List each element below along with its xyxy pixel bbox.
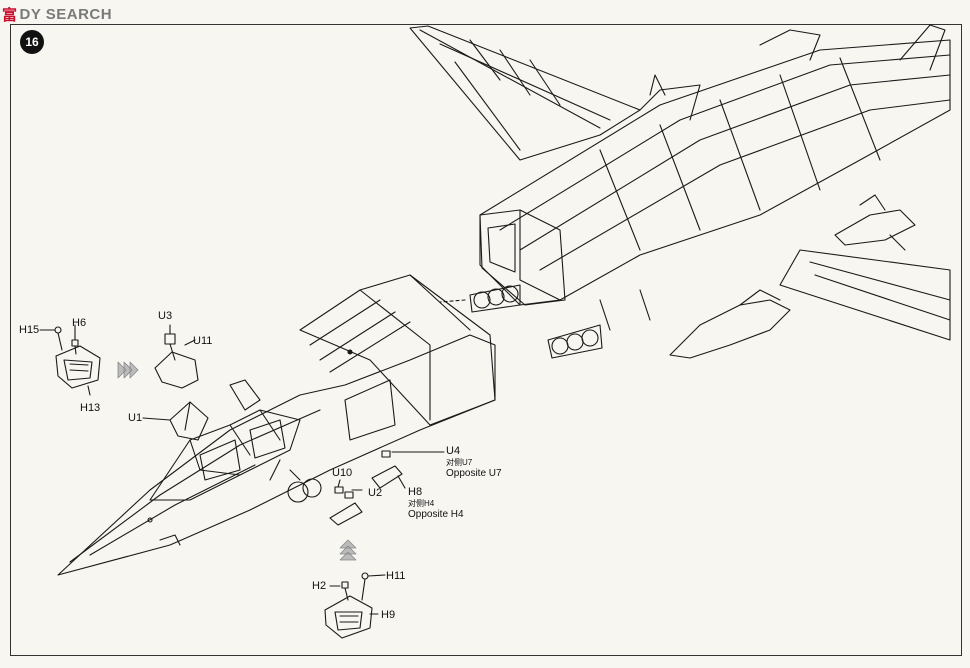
label-h8-en: Opposite H4 [408, 509, 464, 520]
label-h8-cn: 对侧H4 [408, 499, 435, 508]
label-u10: U10 [332, 467, 353, 479]
label-h2: H2 [312, 580, 327, 592]
page-frame [10, 24, 962, 656]
part-u4-u2-h8 [329, 450, 403, 526]
direction-arrow-up [339, 539, 357, 561]
label-u2: U2 [368, 487, 383, 499]
label-h15: H15 [19, 324, 40, 336]
label-h8: H8 [408, 486, 423, 498]
part-h9-panel [324, 572, 373, 639]
label-h11: H11 [386, 570, 406, 582]
label-h9: H9 [381, 609, 396, 621]
label-u4-cn: 对侧U7 [446, 458, 473, 467]
direction-arrow-right [117, 361, 139, 379]
watermark-cn: 富 [2, 6, 18, 24]
label-u4: U4 [446, 445, 461, 457]
label-u3: U3 [158, 310, 173, 322]
label-u11: U11 [193, 335, 213, 347]
label-u4-en: Opposite U7 [446, 468, 502, 479]
watermark-text: DY SEARCH [19, 5, 113, 23]
part-h13-panel [54, 326, 101, 389]
label-h6: H6 [72, 317, 87, 329]
step-number-badge: 16 [20, 30, 44, 54]
main-fuselage [409, 24, 951, 359]
part-u1-canopy [169, 401, 209, 441]
watermark-logo: 富 DY SEARCH [2, 3, 112, 25]
label-h13: H13 [80, 402, 101, 414]
guide-line [439, 299, 466, 303]
nose-section [57, 274, 496, 576]
leader-lines [39, 324, 445, 615]
label-u1: U1 [128, 412, 143, 424]
